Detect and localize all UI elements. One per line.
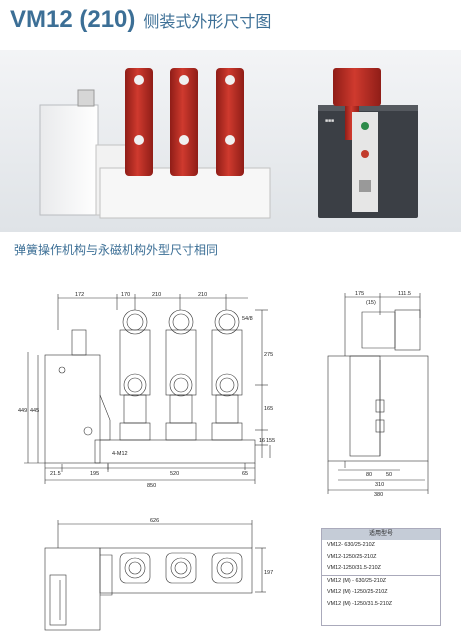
front-dim-155: 155 [266, 438, 275, 444]
front-dim-16: 16 [259, 438, 265, 444]
front-angle-label: 54/8 [242, 316, 253, 322]
product-photo: ■■■ [0, 50, 461, 232]
front-dim-170: 170 [121, 292, 130, 298]
table-row: VM12 (M) - 630/25-210Z [322, 574, 440, 588]
page-title: VM12 (210) 侧装式外形尺寸图 [10, 6, 271, 36]
side-dim-15: (15) [366, 300, 376, 306]
mechanism-note: 弹簧操作机构与永磁机构外型尺寸相同 [14, 243, 219, 257]
front-dim-275: 275 [264, 352, 273, 358]
side-dim-380: 380 [374, 492, 383, 498]
svg-text:■■■: ■■■ [325, 118, 334, 124]
front-dim-65: 65 [242, 471, 248, 477]
side-dim-80: 80 [366, 472, 372, 478]
front-dim-172: 172 [75, 292, 84, 298]
front-dim-210b: 210 [198, 292, 207, 298]
table-row: VM12 (M) -1250/31.5-210Z [327, 600, 393, 607]
title-model: VM12 (210) [10, 6, 136, 33]
table-row: VM12-1250/31.5-210Z [327, 565, 381, 572]
front-dim-195: 195 [90, 471, 99, 477]
table-row: VM12- 630/25-210Z [327, 542, 375, 548]
applicable-models-table: 适用型号 VM12- 630/25-210Z VM12-1250/25-210Z… [321, 528, 441, 626]
side-dim-175: 175 [355, 291, 364, 297]
breaker-illustration: ■■■ [0, 50, 461, 232]
table-row: VM12 (M) -1250/25-210Z [327, 589, 388, 596]
title-description: 侧装式外形尺寸图 [143, 12, 272, 31]
bottom-dim-626: 626 [150, 518, 159, 524]
front-dim-21-5: 21.5 [50, 471, 61, 477]
front-dim-165: 165 [264, 406, 273, 412]
front-dim-449: 449 [18, 408, 27, 414]
table-header: 适用型号 [322, 529, 440, 540]
front-dim-210a: 210 [152, 292, 161, 298]
front-dim-445: 445 [30, 408, 39, 414]
side-dim-111-5: 111.5 [398, 291, 411, 297]
front-hole-label: 4-M12 [112, 451, 128, 457]
side-dim-50: 50 [386, 472, 392, 478]
table-row: VM12-1250/25-210Z [327, 553, 377, 560]
front-dim-520: 520 [170, 471, 179, 477]
side-dim-310: 310 [375, 482, 384, 488]
bottom-dim-197: 197 [264, 570, 273, 576]
front-total-width: 850 [147, 483, 156, 489]
